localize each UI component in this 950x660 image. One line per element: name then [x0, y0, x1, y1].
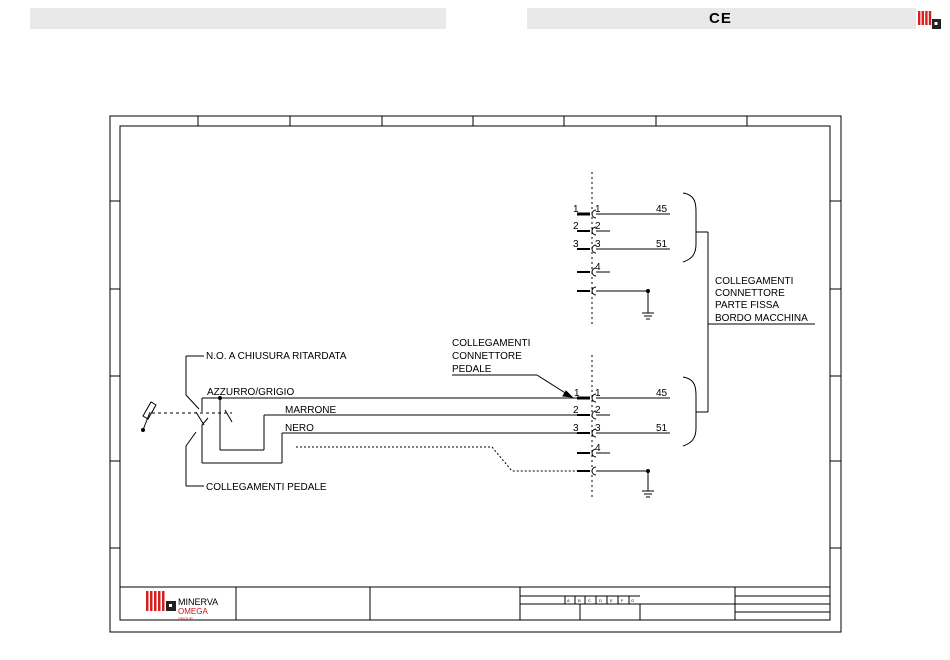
wire-number: 51	[656, 239, 668, 250]
pedal-connector-label: COLLEGAMENTI CONNETTORE PEDALE	[452, 338, 530, 375]
pin-label: 2	[573, 221, 579, 232]
wire-label: AZZURRO/GRIGIO	[207, 387, 294, 398]
svg-text:PARTE FISSA: PARTE FISSA	[715, 300, 779, 311]
company-name: MINERVA	[178, 597, 218, 607]
wire-number: 51	[656, 423, 668, 434]
title-block	[120, 587, 830, 620]
rev-letter: G	[631, 598, 634, 603]
revision-letters: A B C D E F G	[567, 598, 634, 603]
wire-label: MARRONE	[285, 405, 336, 416]
svg-text:COLLEGAMENTI: COLLEGAMENTI	[452, 338, 530, 349]
pin-label: 3	[595, 423, 601, 434]
no-delay-label: N.O. A CHIUSURA RITARDATA	[206, 351, 347, 362]
pin-label: 3	[573, 239, 579, 250]
wire-number: 45	[656, 204, 668, 215]
rev-letter: A	[567, 598, 570, 603]
company-sub: OMEGA	[178, 607, 208, 616]
pin-label: 1	[595, 204, 601, 215]
pedal-labels: N.O. A CHIUSURA RITARDATA AZZURRO/GRIGIO…	[206, 351, 347, 493]
company-tiny: GROUP	[178, 616, 193, 621]
pin-label: 1	[574, 388, 580, 399]
svg-text:BORDO MACCHINA: BORDO MACCHINA	[715, 313, 808, 324]
pin-label: 3	[595, 239, 601, 250]
svg-text:COLLEGAMENTI: COLLEGAMENTI	[715, 276, 793, 287]
pin-label: 1	[573, 204, 579, 215]
svg-text:PEDALE: PEDALE	[452, 364, 492, 375]
wire-label: NERO	[285, 423, 314, 434]
pin-label: 3	[573, 423, 579, 434]
rev-letter: B	[578, 598, 581, 603]
machine-connector-label: COLLEGAMENTI CONNETTORE PARTE FISSA BORD…	[715, 276, 808, 324]
svg-text:CONNETTORE: CONNETTORE	[715, 288, 785, 299]
pin-label: 4	[595, 262, 601, 273]
rev-letter: E	[610, 598, 613, 603]
company-logo: MINERVA OMEGA GROUP	[146, 591, 218, 621]
pin-label: 1	[595, 388, 601, 399]
rev-letter: F	[621, 598, 624, 603]
wire-number: 45	[656, 388, 668, 399]
svg-text:CONNETTORE: CONNETTORE	[452, 351, 522, 362]
pedal-icon	[142, 402, 157, 432]
pin-label: 2	[595, 221, 601, 232]
pin-label: 4	[595, 443, 601, 454]
rev-letter: D	[599, 598, 602, 603]
pedal-connections-label: COLLEGAMENTI PEDALE	[206, 482, 327, 493]
pin-label: 2	[573, 405, 579, 416]
rev-letter: C	[588, 598, 591, 603]
pin-label: 2	[595, 405, 601, 416]
